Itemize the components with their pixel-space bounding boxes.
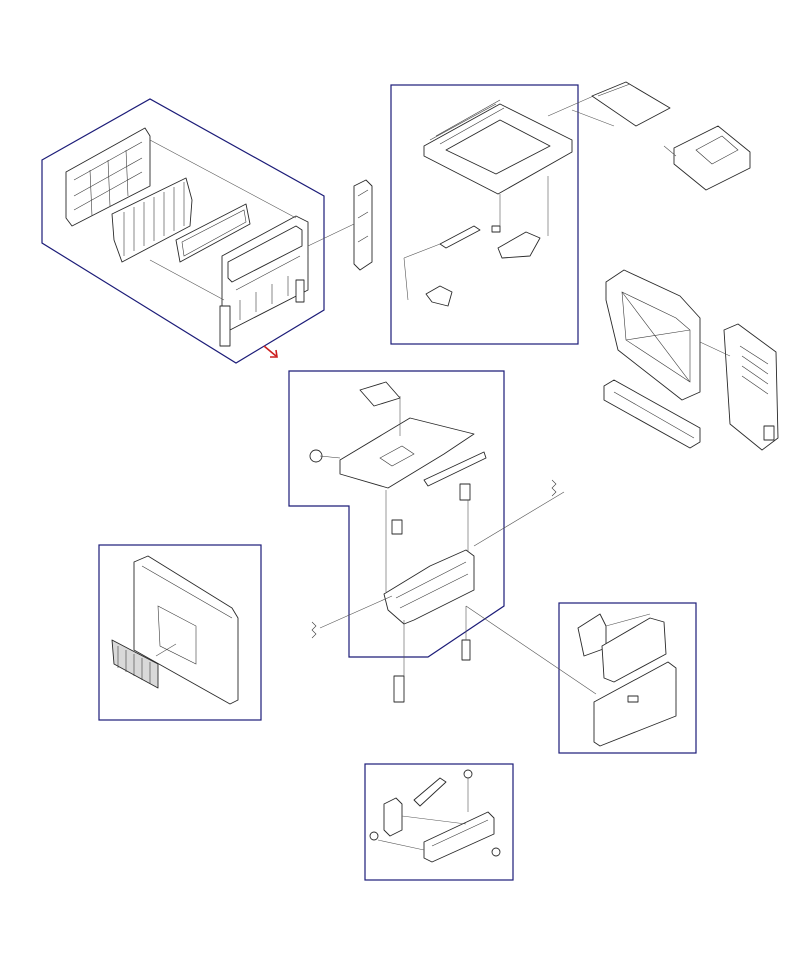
rear-cover (605, 269, 701, 401)
right-side-cover-frame (558, 602, 697, 754)
cover-plate (577, 613, 607, 657)
paper-tray (339, 417, 475, 489)
guide-clip (461, 606, 471, 661)
duplexer-guide-rack (111, 177, 193, 263)
pointer-arrow (263, 345, 278, 358)
small-bracket (393, 620, 405, 703)
duplexer-assembly-frame (41, 98, 325, 364)
side-cover (593, 661, 677, 747)
top-cover-parts (403, 93, 615, 307)
feed-guide (383, 549, 475, 625)
front-paper-path-frame (288, 370, 505, 658)
duplexer-exploded-parts (65, 127, 309, 347)
top-cover-hinge-left (425, 285, 453, 307)
bracket-screw-top (463, 769, 473, 779)
rear-bracket-frame (364, 763, 514, 881)
duplexer-plate (175, 203, 251, 263)
bracket-arm (383, 797, 403, 837)
rear-trim-strip (603, 379, 701, 449)
cover-frame (601, 617, 667, 683)
bracket-base (423, 811, 495, 863)
tray-screw (309, 449, 341, 463)
tray-rail (423, 451, 487, 487)
tray-bracket (459, 483, 471, 501)
pivot-spring (311, 621, 317, 639)
spring (551, 479, 557, 497)
bracket-screw-right (491, 847, 501, 857)
feed-guide-clip (391, 519, 403, 535)
control-panel (663, 125, 751, 191)
bracket-rail (413, 777, 447, 807)
bracket-screw-left (369, 831, 379, 841)
left-side-cover (699, 323, 779, 451)
top-cover (423, 99, 573, 195)
duplexer-main-frame (219, 215, 309, 347)
output-tray-cover (591, 81, 671, 127)
paper-flap (359, 381, 401, 407)
top-cover-latch (439, 225, 481, 249)
duplex-side-rail (307, 179, 373, 271)
duplexer-rear-panel (65, 127, 151, 227)
rear-bracket-parts (369, 769, 501, 863)
top-cover-clip (491, 225, 501, 233)
top-cover-hinge-right (497, 231, 541, 259)
right-side-cover-parts (465, 605, 677, 747)
top-cover-assembly-frame (390, 84, 579, 345)
left-side-panel-frame (98, 544, 262, 721)
vent-grille (111, 639, 177, 689)
front-paper-path-parts (309, 381, 565, 629)
left-side-panel-parts (111, 555, 239, 705)
side-panel (133, 555, 239, 705)
